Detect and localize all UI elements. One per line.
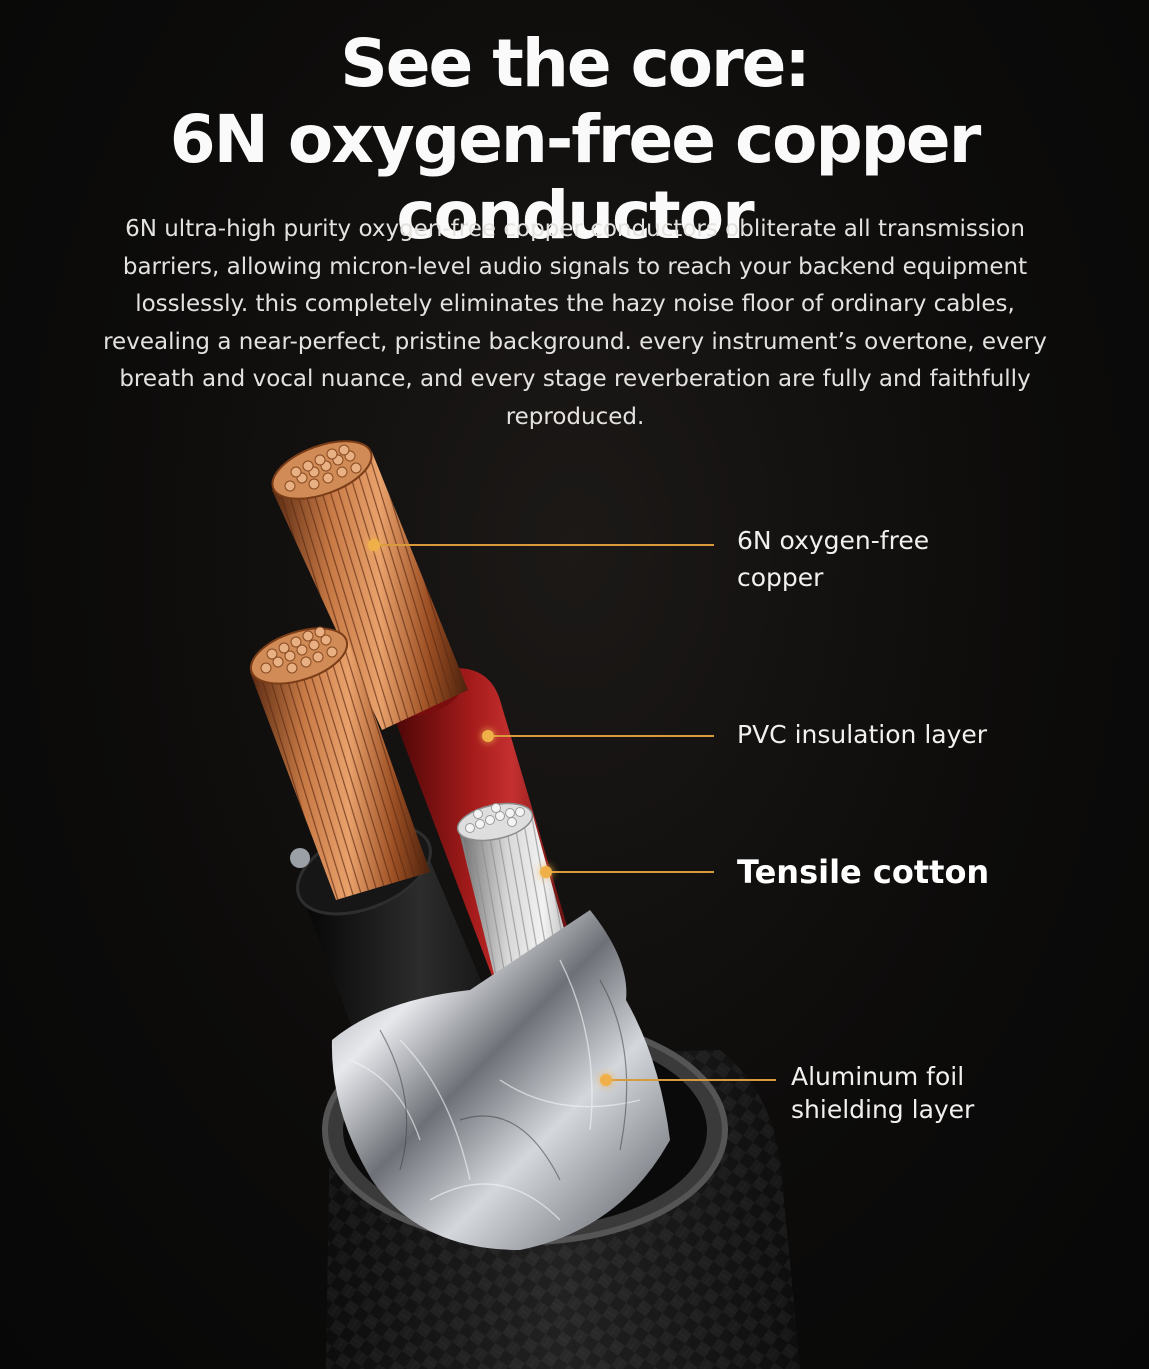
leader-line-cotton (546, 871, 714, 873)
callout-copper-line-1: 6N oxygen-free (737, 526, 930, 555)
headline: See the core: 6N oxygen-free copper cond… (0, 26, 1149, 254)
callout-copper-line-2: copper (737, 563, 824, 592)
leader-line-foil (606, 1079, 776, 1081)
pointer-dot-foil (600, 1074, 612, 1086)
callout-foil: Aluminum foil shielding layer (791, 1060, 974, 1126)
headline-line-1: See the core: (340, 25, 810, 102)
callout-foil-line-1: Aluminum foil (791, 1062, 965, 1091)
callout-pvc: PVC insulation layer (737, 720, 988, 749)
pointer-dot-cotton (540, 866, 552, 878)
copper-strand-bundle-front (249, 626, 430, 900)
pointer-dot-copper (368, 539, 380, 551)
description: 6N ultra-high purity oxygen-free copper … (103, 216, 1047, 430)
pointer-dot-pvc (482, 730, 494, 742)
leader-line-copper (374, 544, 714, 546)
copper-strand-bundle-rear (271, 440, 468, 730)
headline-line-2: 6N oxygen-free copper conductor (169, 101, 981, 254)
leader-line-pvc (488, 735, 714, 737)
aluminum-foil-wrap (331, 910, 670, 1250)
callout-copper: 6N oxygen-free copper (737, 522, 929, 596)
callout-cotton: Tensile cotton (737, 853, 990, 891)
callout-foil-line-2: shielding layer (791, 1095, 975, 1124)
